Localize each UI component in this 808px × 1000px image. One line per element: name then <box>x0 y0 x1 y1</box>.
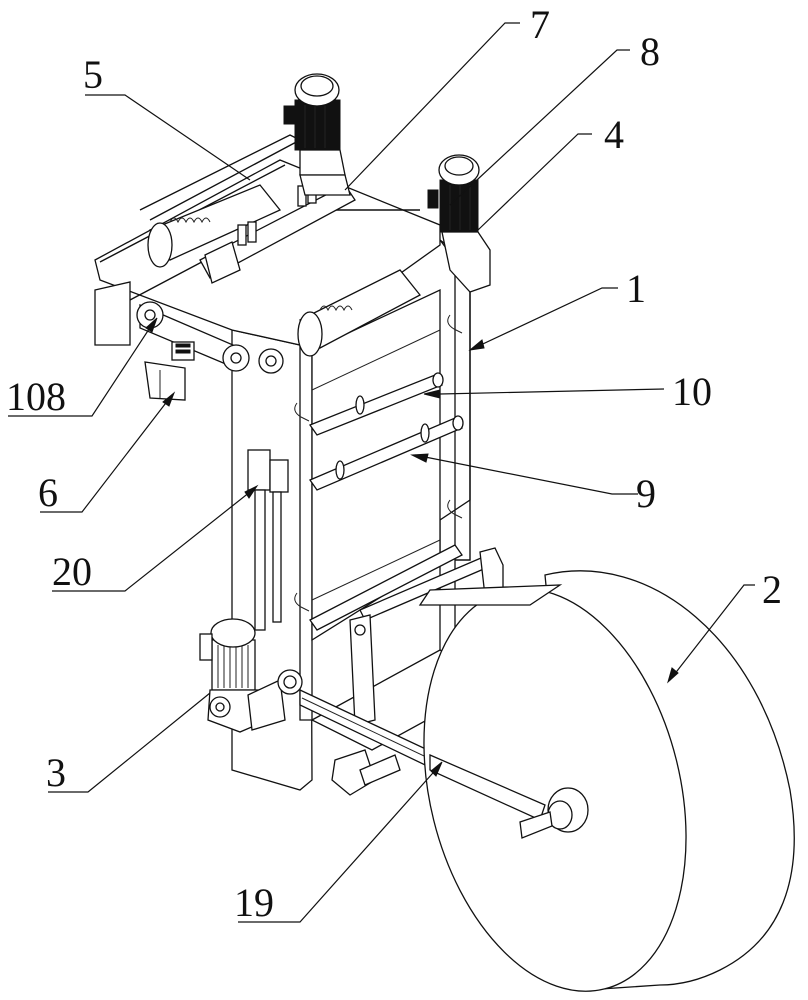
leader-6 <box>40 394 173 513</box>
belt-drive-108 <box>94 281 284 374</box>
roller-10 <box>308 372 444 436</box>
label-4: 4 <box>604 112 624 157</box>
label-2: 2 <box>762 567 782 612</box>
motor-upper-left <box>283 73 351 196</box>
top-assembly <box>94 134 441 357</box>
label-7: 7 <box>530 2 550 47</box>
guide-cylinder-20 <box>247 449 289 631</box>
motor-upper-right <box>427 154 491 293</box>
paper-roll-2 <box>418 570 795 992</box>
leader-10 <box>439 388 665 395</box>
label-1: 1 <box>626 266 646 311</box>
label-108: 108 <box>6 374 66 419</box>
leader-20 <box>52 487 256 592</box>
bracket-6 <box>144 361 186 401</box>
label-19: 19 <box>234 880 274 925</box>
leader-8 <box>449 49 630 206</box>
leader-4 <box>477 133 592 231</box>
leader-9 <box>414 454 638 495</box>
leader-19 <box>238 764 441 923</box>
leader-7 <box>344 22 520 191</box>
leader-2 <box>669 584 755 681</box>
label-9: 9 <box>636 471 656 516</box>
label-3: 3 <box>46 750 66 795</box>
leader-3 <box>48 692 211 793</box>
roller-9 <box>309 415 464 491</box>
leader-1 <box>469 287 618 351</box>
label-10: 10 <box>672 369 712 414</box>
motor-bottom-3 <box>199 618 303 733</box>
label-6: 6 <box>38 470 58 515</box>
leader-108 <box>8 319 156 417</box>
label-20: 20 <box>52 549 92 594</box>
label-5: 5 <box>83 52 103 97</box>
leader-5 <box>85 94 251 181</box>
reference-numerals: 5 7 8 4 1 10 9 108 6 20 3 19 2 <box>6 2 782 925</box>
leader-lines <box>8 22 755 923</box>
label-8: 8 <box>640 29 660 74</box>
